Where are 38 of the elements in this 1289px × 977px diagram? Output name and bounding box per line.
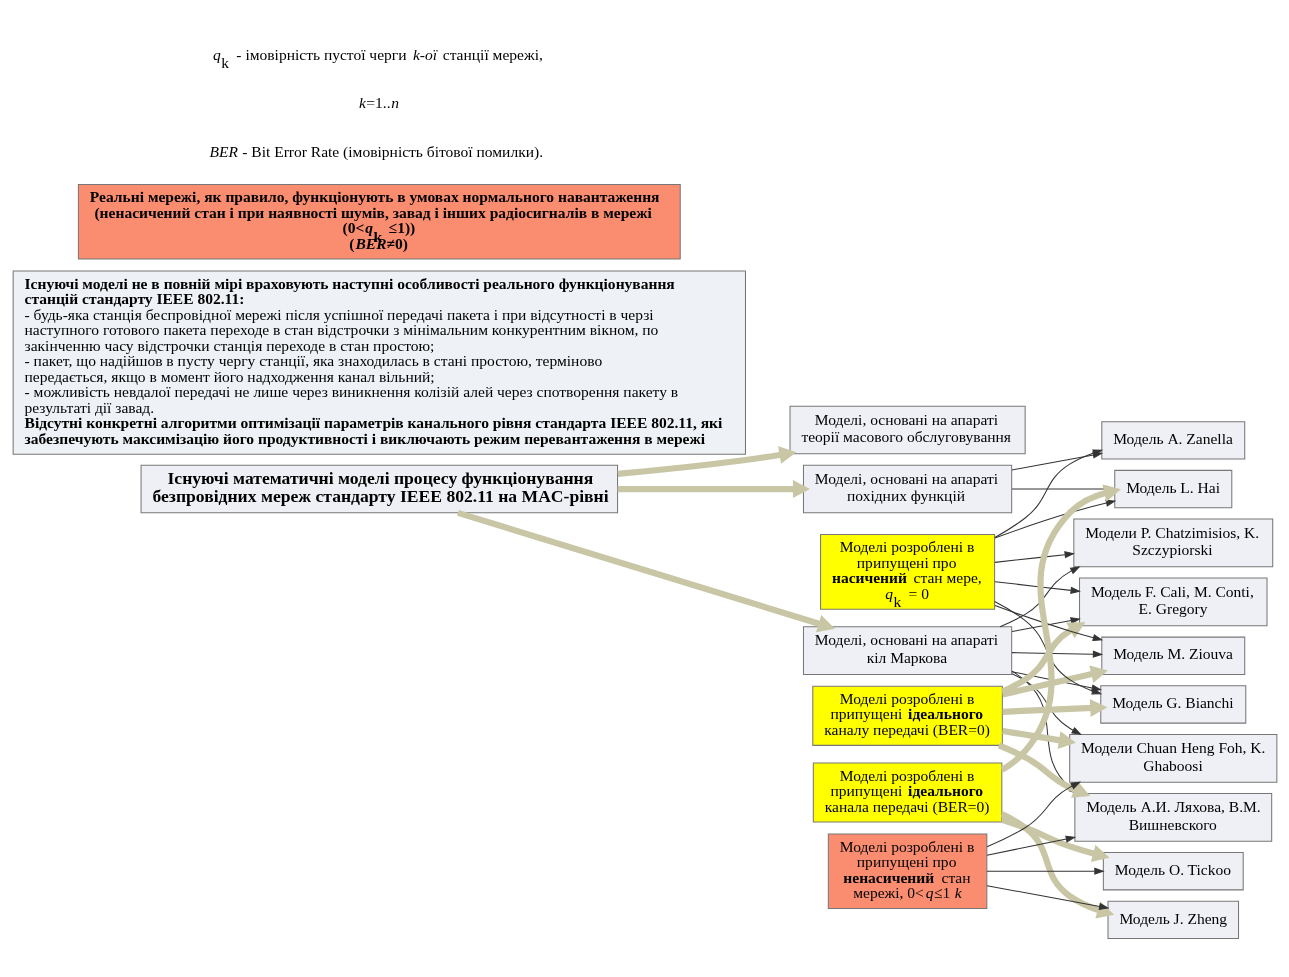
node-box: Моделі розроблені в припущені ідеального канала передачі (BER=0) [812,762,1002,823]
node-box: Модель F. Cali, M. Conti, E. Gregory [1078,577,1268,627]
arrow [986,885,1109,910]
arrow [1011,650,1103,658]
arrow [1001,665,1108,698]
arrow [993,581,1081,594]
node-box: Модели Chuan Heng Foh, K. Ghaboosi [1068,734,1277,783]
node-box: Модель L. Hai [1113,469,1232,509]
node-box: Модель G. Bianchi [1099,685,1246,724]
node-box: Існуючі моделі не в повній мірі враховують наступні особливості реального функціонування станцій стандарту IEEE 802.11: - будь-яка станція беспровідної мережі після успішної передачі пакета і при відсутності в черзі наступного готового пакета переходе в стан відстрочки з мінімальним конкурентним вікном, по закінченню часу відстрочки станція переходе в стан простою; - пакет, що надійшов в пусту чергу станції, яка знаходилась в стані простою, терміново передається, якщо в момент його надходження канал вільний; - можливість невдалої передачі не лише через виникнення колізій алей через спотворення пакету в результаті дії завад. Відсутні конкретні алгоритми оптимізації параметрів канального рівня стандарта IEEE 802.11, які забезпечують максимізацію його продуктивності і виключають режим перевантаження в мережі [12,270,746,455]
node-box: Модель M. Ziouva [1100,636,1245,675]
label: k=1..n [358,94,399,112]
arrow [993,551,1075,563]
arrow [1000,816,1110,863]
node-box: Моделі, основані на апараті кіл Маркова [802,626,1012,675]
node-box: Моделі розроблені в припущені про ненасичений стан мережі, 0<q≤1 k [827,833,987,910]
arrow [1011,617,1081,633]
arrow [999,566,1081,628]
node-box: Модель J. Zheng [1107,900,1239,940]
arrow [1001,727,1076,749]
node-box: Моделі, основані на апараті теорії масового обслуговування [789,405,1026,455]
arrow [1000,811,1114,919]
arrow [456,509,835,633]
node-box: Моделі розроблені в припущені ідеального каналу передачі (BER=0) [811,685,1003,746]
node-box: Модель O. Tickoo [1102,852,1244,891]
arrow [1002,699,1107,717]
node-box: Існуючі математичні моделі процесу функціонування безпровідних мереж стандарту IEEE 802.11 на MAC-рівні [140,464,618,514]
arrow [993,605,1103,642]
arrow [993,499,1116,539]
arrow [617,446,796,477]
node-box: Модель А.И. Ляхова, В.М. Вишневского [1073,793,1272,842]
node-box: Моделі, основані на апараті похідних функцій [802,464,1012,514]
node-box: Модель A. Zanella [1100,421,1245,460]
node-box: Модели P. Chatzimisios, K. Szczypiorski [1072,518,1273,568]
arrow [986,835,1076,856]
arrow [617,480,810,498]
label: BER - Bit Error Rate (імовірність бітової помилки). [208,143,543,161]
arrow [986,867,1105,875]
